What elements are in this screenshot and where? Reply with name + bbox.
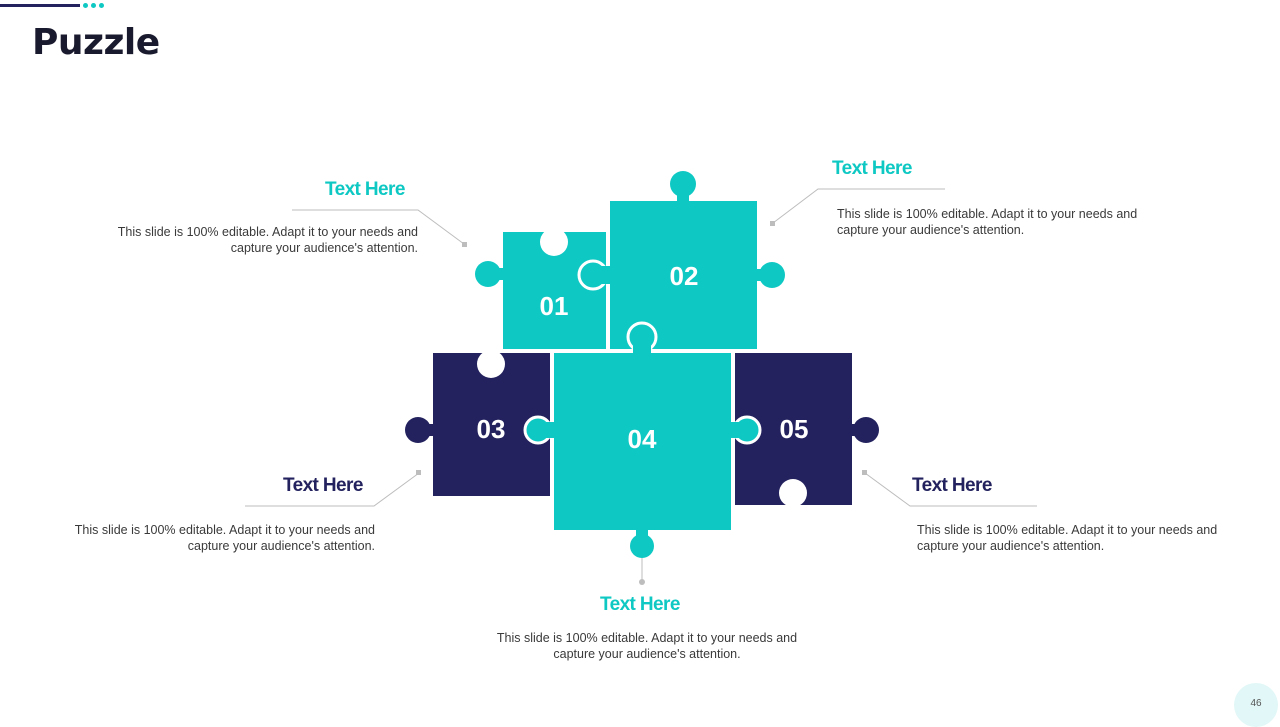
callout-03-text: This slide is 100% editable. Adapt it to…: [74, 523, 375, 553]
callout-01-text: This slide is 100% editable. Adapt it to…: [117, 225, 418, 255]
page-number: 46: [1250, 698, 1262, 709]
leader-dot-05: [862, 470, 867, 475]
callout-05-heading: Text Here: [912, 475, 992, 496]
piece-number-01: 01: [540, 291, 569, 321]
leader-line-03: [245, 472, 420, 507]
top-accent-line: [0, 4, 80, 7]
callout-01-heading: Text Here: [325, 179, 405, 200]
callout-04-heading: Text Here: [600, 594, 680, 615]
piece-number-03: 03: [477, 414, 506, 444]
callout-02-heading: Text Here: [832, 158, 912, 179]
piece-number-02: 02: [670, 261, 699, 291]
puzzle-piece-02: [577, 171, 785, 349]
leader-line-02: [772, 188, 945, 224]
leader-dot-02: [770, 221, 775, 226]
callout-03-heading: Text Here: [283, 475, 363, 496]
piece-number-04: 04: [628, 424, 657, 454]
puzzle-piece-01: [475, 228, 606, 349]
puzzle-piece-04: [523, 321, 762, 558]
piece-number-05: 05: [780, 414, 809, 444]
top-accent-dots: [83, 3, 104, 8]
leader-dot-01: [462, 242, 467, 247]
leader-dot-04: [639, 579, 645, 585]
leader-line-05: [864, 472, 1037, 507]
callout-05-text: This slide is 100% editable. Adapt it to…: [917, 523, 1218, 553]
leader-line-01: [292, 209, 465, 245]
callout-02-text: This slide is 100% editable. Adapt it to…: [837, 207, 1138, 237]
slide-title: Puzzle: [32, 22, 160, 63]
callout-04-text: This slide is 100% editable. Adapt it to…: [496, 631, 798, 661]
leader-dot-03: [416, 470, 421, 475]
